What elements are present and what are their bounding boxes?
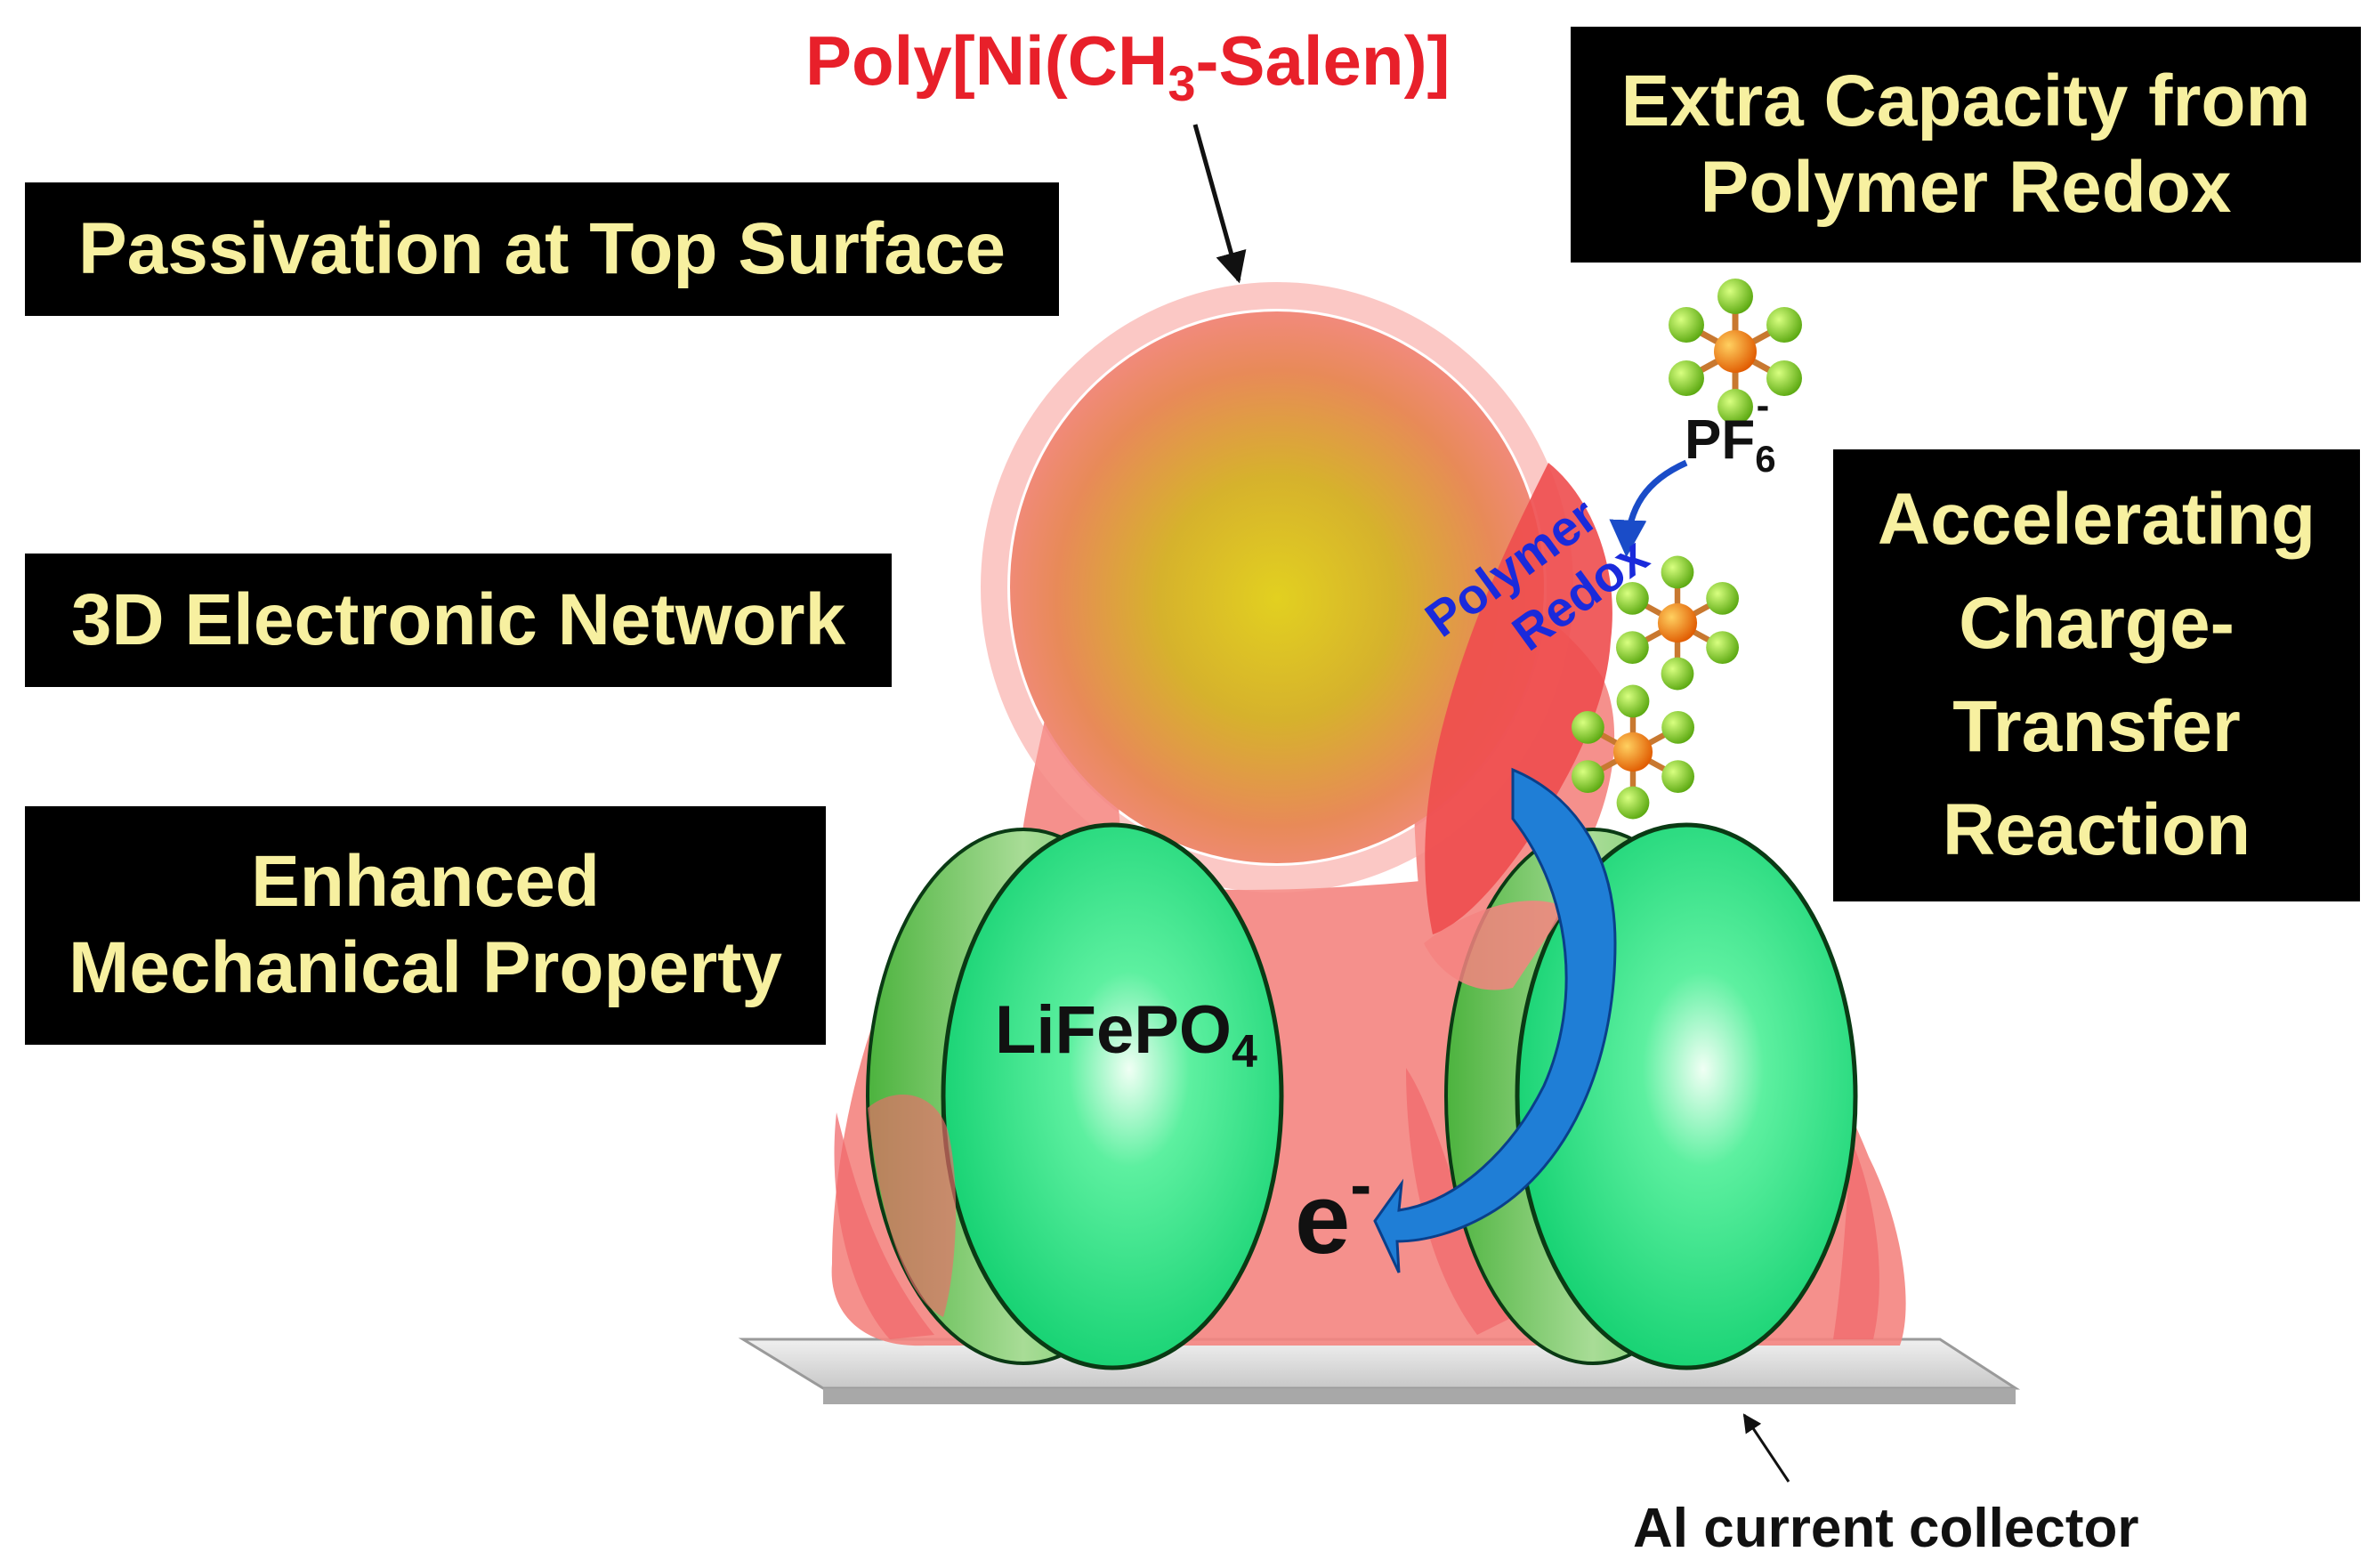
collector-label: Al current collector: [1633, 1498, 2138, 1559]
mechanical-line-1: Enhanced: [251, 841, 600, 923]
lifepo4-base: LiFePO: [995, 992, 1232, 1068]
charge-line-4: Reaction: [1942, 789, 2251, 871]
lifepo4-label: LiFePO4: [995, 992, 1257, 1078]
collector-edge: [823, 1388, 2016, 1404]
charge-transfer-label-box: Accelerating Charge- Transfer Reaction: [1833, 449, 2360, 901]
anion-base: PF: [1685, 409, 1755, 471]
polymer-name-label: Poly[Ni(CH3-Salen)]: [805, 21, 1451, 111]
anion-sub: 6: [1755, 438, 1775, 480]
electronic-network-label-box: 3D Electronic Network: [25, 554, 892, 687]
polymer-redox-region: [1425, 463, 1612, 934]
polymer-name-sub: 3: [1168, 55, 1195, 111]
passivation-label-box: Passivation at Top Surface: [25, 182, 1059, 316]
lifepo4-particle-left: [866, 822, 1284, 1370]
anion-insertion-arrow: [1609, 459, 1688, 558]
electron-transfer-arrow: [1373, 767, 1617, 1273]
al-current-collector: [738, 1338, 2021, 1390]
capacity-line-2: Polymer Redox: [1700, 146, 2232, 228]
electron-label: e-: [1295, 1150, 1371, 1274]
polymer-over-right-particle: [1424, 901, 1566, 990]
polymer-coated-sphere: [1010, 311, 1544, 863]
charge-line-1: Accelerating: [1877, 479, 2316, 561]
passivation-line-1: Passivation at Top Surface: [77, 207, 1006, 289]
charge-line-3: Transfer: [1952, 686, 2241, 767]
mechanical-property-label-box: Enhanced Mechanical Property: [25, 806, 826, 1045]
electron-sup: -: [1350, 1150, 1371, 1221]
electron-base: e: [1295, 1163, 1350, 1274]
capacity-line-1: Extra Capacity from: [1620, 60, 2311, 141]
collector-pointer-arrow: [1742, 1413, 1790, 1483]
network-line-1: 3D Electronic Network: [70, 578, 846, 660]
polymer-left-particle-patch: [868, 1095, 957, 1317]
extra-capacity-label-box: Extra Capacity from Polymer Redox: [1571, 27, 2361, 263]
anion-sup: -: [1757, 384, 1770, 427]
polymer-pointer-arrow: [1192, 124, 1247, 284]
polymer-name-prefix: Poly[Ni(CH: [805, 21, 1168, 100]
lifepo4-sub: 4: [1232, 1026, 1257, 1078]
mechanical-line-2: Mechanical Property: [68, 927, 783, 1008]
charge-line-2: Charge-: [1959, 582, 2235, 664]
pf6-molecule-top: [1669, 279, 1802, 424]
anion-label: PF6 -: [1685, 384, 1776, 480]
polymer-name-suffix: -Salen)]: [1196, 21, 1451, 100]
